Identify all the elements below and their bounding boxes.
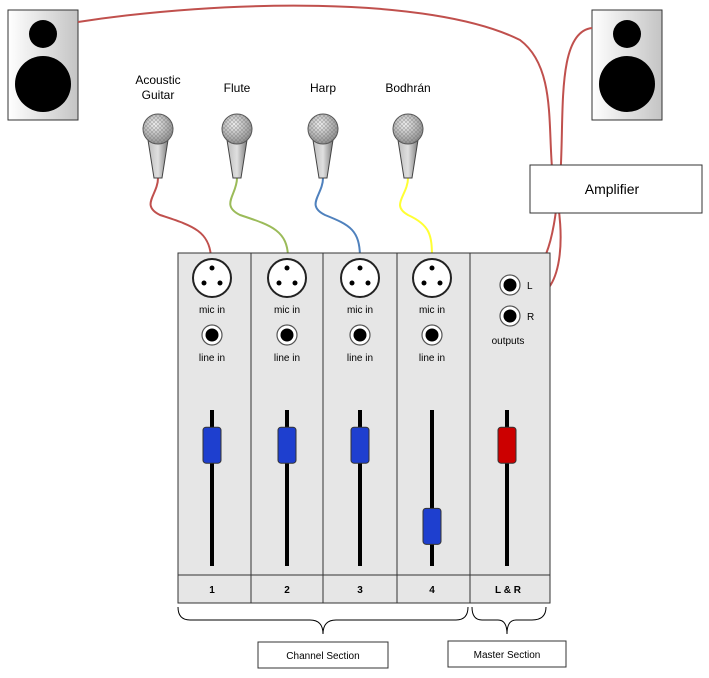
instrument-label-2: Flute <box>224 81 251 95</box>
mic-cable-4 <box>399 177 433 259</box>
microphone-2 <box>221 113 253 179</box>
instrument-label-3: Harp <box>310 81 336 95</box>
line-in-jack-4[interactable] <box>421 324 443 346</box>
microphone-1 <box>142 113 174 179</box>
outputs-label: outputs <box>492 336 525 347</box>
channel-section-label: Channel Section <box>286 651 359 662</box>
channel-section-box: Channel Section <box>257 641 389 669</box>
channel-strip-4: mic in line in 4 <box>412 258 452 596</box>
mic-in-label: mic in <box>199 305 225 316</box>
master-strip: L R outputs L & R <box>492 274 534 596</box>
channel-strip-2: mic in line in 2 <box>267 258 307 596</box>
master-section-box: Master Section <box>447 640 567 668</box>
mic-in-label: mic in <box>347 305 373 316</box>
fader-knob-2[interactable] <box>277 426 297 464</box>
amplifier-label: Amplifier <box>585 181 640 197</box>
channel-number-3: 3 <box>357 585 363 596</box>
mic-in-jack-1[interactable] <box>192 258 232 298</box>
output-jack-left[interactable] <box>499 274 521 296</box>
microphone-3 <box>307 113 339 179</box>
line-in-jack-2[interactable] <box>276 324 298 346</box>
channel-strip-1: mic in line in 1 <box>192 258 232 596</box>
fader-knob-3[interactable] <box>350 426 370 464</box>
line-in-jack-3[interactable] <box>349 324 371 346</box>
line-in-label: line in <box>419 353 445 364</box>
master-fader-knob[interactable] <box>497 426 517 464</box>
output-right-label: R <box>527 312 534 323</box>
fader-knob-4[interactable] <box>422 507 442 545</box>
mic-in-jack-2[interactable] <box>267 258 307 298</box>
mic-in-label: mic in <box>274 305 300 316</box>
mic-in-jack-4[interactable] <box>412 258 452 298</box>
channel-section-brace <box>177 606 469 635</box>
master-number: L & R <box>495 585 522 596</box>
master-section-label: Master Section <box>474 650 541 661</box>
line-in-label: line in <box>274 353 300 364</box>
channel-number-1: 1 <box>209 585 215 596</box>
mic-in-jack-3[interactable] <box>340 258 380 298</box>
line-in-label: line in <box>199 353 225 364</box>
left-speaker <box>7 9 79 121</box>
channel-number-2: 2 <box>284 585 290 596</box>
instrument-label-4: Bodhrán <box>385 81 430 95</box>
channel-strips: mic in line in 1 mic in line in 2 mic in line i… <box>192 258 452 596</box>
instrument-label-1b: Guitar <box>142 88 175 102</box>
mic-cable-1 <box>149 177 212 259</box>
line-in-jack-1[interactable] <box>201 324 223 346</box>
channel-number-4: 4 <box>429 585 435 596</box>
left-speaker-cable <box>77 4 562 300</box>
channel-strip-3: mic in line in 3 <box>340 258 380 596</box>
microphones <box>142 113 424 179</box>
instrument-label-1: Acoustic <box>135 73 180 87</box>
line-in-label: line in <box>347 353 373 364</box>
fader-knob-1[interactable] <box>202 426 222 464</box>
mic-in-label: mic in <box>419 305 445 316</box>
output-jack-right[interactable] <box>499 305 521 327</box>
master-section-brace <box>471 606 547 635</box>
mic-cable-3 <box>314 177 361 259</box>
mic-cable-2 <box>229 177 289 259</box>
amplifier-box: Amplifier <box>529 164 703 214</box>
output-left-label: L <box>527 281 533 292</box>
right-speaker <box>591 9 663 121</box>
microphone-4 <box>392 113 424 179</box>
